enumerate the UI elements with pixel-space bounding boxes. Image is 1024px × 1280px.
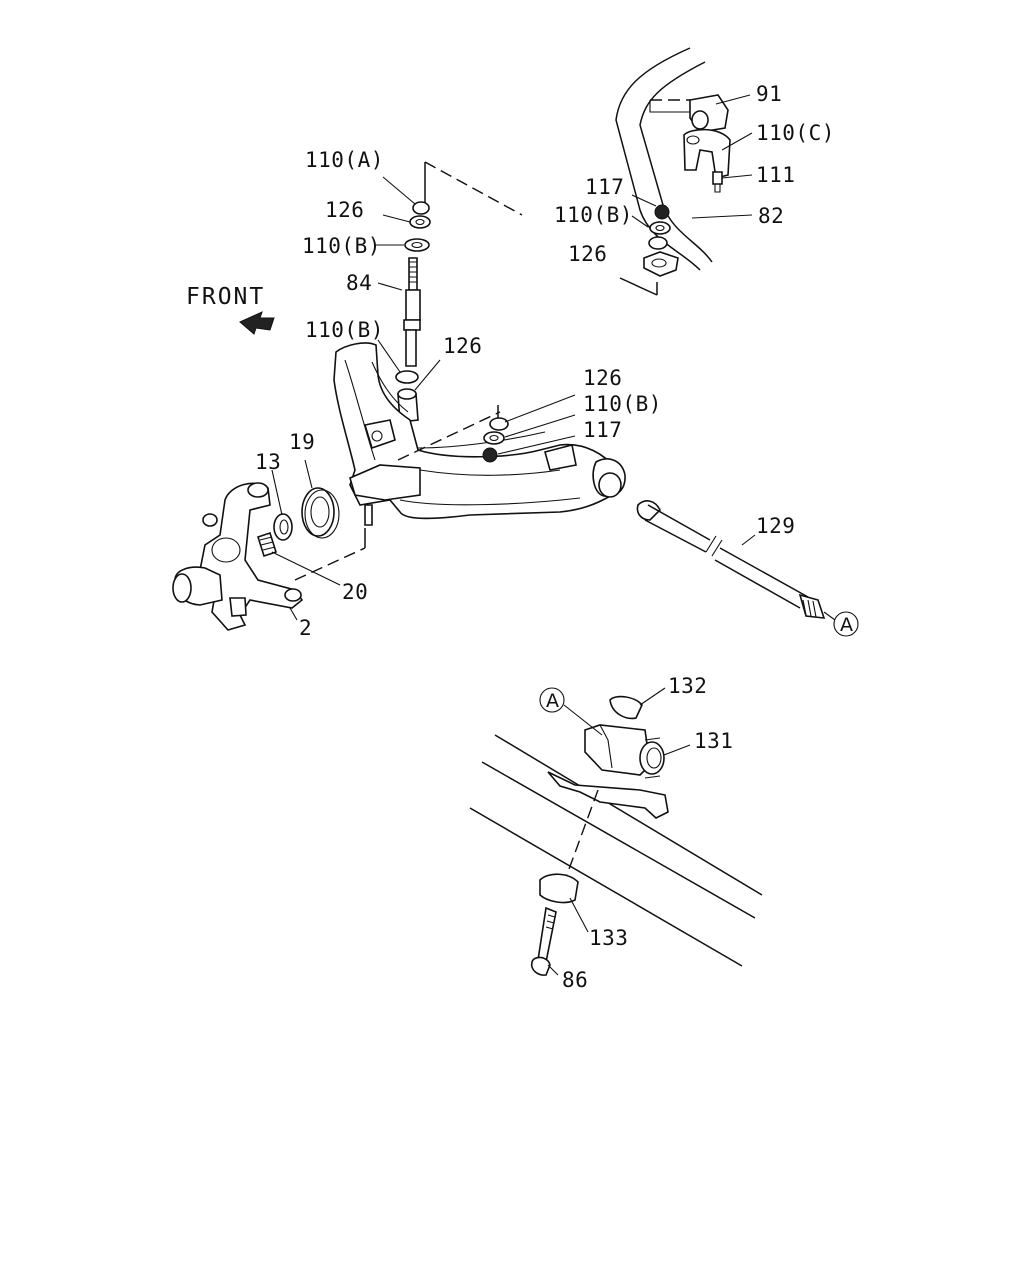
arm-link-stack xyxy=(482,417,509,463)
leaders-right-group xyxy=(631,94,753,228)
callout-117-top: 117 xyxy=(585,175,625,199)
callout-91: 91 xyxy=(756,82,783,106)
ref-marker-a-right: A xyxy=(840,614,853,636)
leaders-center-stack xyxy=(375,176,441,391)
bearing-20 xyxy=(257,531,277,558)
callout-82: 82 xyxy=(758,204,785,228)
steering-knuckle xyxy=(172,482,366,631)
callout-13: 13 xyxy=(255,450,282,474)
callout-117-arm: 117 xyxy=(583,418,623,442)
callout-110b-top: 110(B) xyxy=(302,234,381,258)
callout-111: 111 xyxy=(756,163,796,187)
cap-132 xyxy=(609,695,643,720)
callout-20: 20 xyxy=(342,580,369,604)
callout-2: 2 xyxy=(299,616,313,640)
callout-131: 131 xyxy=(694,729,734,753)
callout-110b-arm: 110(B) xyxy=(583,392,662,416)
callout-126-top: 126 xyxy=(325,198,365,222)
center-link-stack xyxy=(395,161,523,423)
ref-marker-a-detail: A xyxy=(546,690,559,712)
mount-plate xyxy=(547,771,669,819)
callout-110b-right: 110(B) xyxy=(554,203,633,227)
bushing-91 xyxy=(689,94,729,133)
callout-110a: 110(A) xyxy=(305,148,384,172)
callout-133: 133 xyxy=(589,926,629,950)
washer-13 xyxy=(273,513,293,541)
cushion-133 xyxy=(539,873,579,904)
callout-129: 129 xyxy=(756,514,796,538)
ref-circle-a-right xyxy=(833,611,859,637)
leaders-knuckle xyxy=(271,459,341,621)
callout-132: 132 xyxy=(668,674,708,698)
bracket-131 xyxy=(584,724,665,779)
stabilizer-bar xyxy=(615,47,713,271)
seal-19 xyxy=(301,487,340,539)
ref-circle-a-detail xyxy=(539,687,565,713)
front-label: FRONT xyxy=(186,284,266,310)
drive-shaft-129 xyxy=(636,500,836,621)
callout-86: 86 xyxy=(562,968,589,992)
lower-control-arm xyxy=(333,342,626,526)
callout-110b-mid: 110(B) xyxy=(305,318,384,342)
leaders-detail xyxy=(547,687,691,976)
frame-rail xyxy=(469,734,763,967)
right-link-stack xyxy=(619,204,679,296)
callout-126-arm: 126 xyxy=(583,366,623,390)
front-arrow-icon xyxy=(239,311,275,335)
callout-110c: 110(C) xyxy=(756,121,835,145)
dashed-bolt-path xyxy=(564,789,599,881)
leaders-129 xyxy=(741,534,756,546)
leaders-arm-stack xyxy=(497,394,576,455)
bolt-111 xyxy=(712,171,723,193)
callout-19: 19 xyxy=(289,430,316,454)
callout-126-mid: 126 xyxy=(443,334,483,358)
callout-126-right: 126 xyxy=(568,242,608,266)
callout-84: 84 xyxy=(346,271,373,295)
bracket-110c xyxy=(683,128,731,179)
bolt-86 xyxy=(530,906,557,976)
